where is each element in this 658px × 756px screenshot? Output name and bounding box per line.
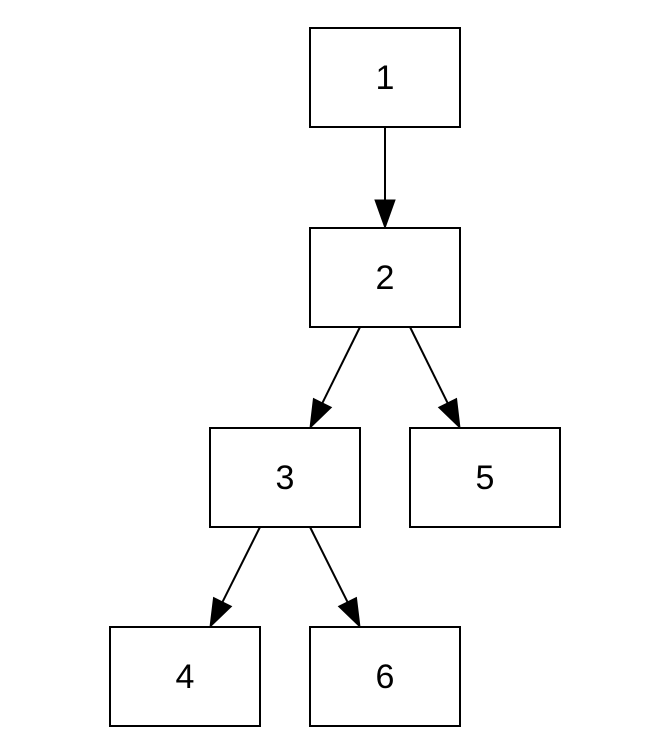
edges-layer [209,127,461,629]
tree-node-6: 6 [309,626,461,727]
tree-node-2: 2 [309,227,461,328]
edge-2-5 [409,326,449,404]
node-label-6: 6 [376,658,395,696]
node-label-5: 5 [476,459,495,497]
arrowhead-2-5 [437,397,461,430]
arrowhead-3-4 [209,596,233,629]
arrowhead-1-2 [374,199,396,230]
edge-3-6 [309,526,349,603]
node-box-1 [309,27,461,128]
node-label-1: 1 [376,59,395,97]
node-box-6 [309,626,461,727]
tree-node-3: 3 [209,427,361,528]
tree-node-1: 1 [309,27,461,128]
edge-2-3 [321,326,361,404]
arrowhead-2-3 [309,397,333,430]
node-label-2: 2 [376,259,395,297]
node-label-4: 4 [176,658,195,696]
node-box-2 [309,227,461,328]
edge-3-4 [221,526,261,603]
arrowhead-3-6 [337,596,361,629]
node-box-5 [409,427,561,528]
tree-node-5: 5 [409,427,561,528]
node-box-3 [209,427,361,528]
node-box-4 [109,626,261,727]
tree-node-4: 4 [109,626,261,727]
node-label-3: 3 [276,459,295,497]
